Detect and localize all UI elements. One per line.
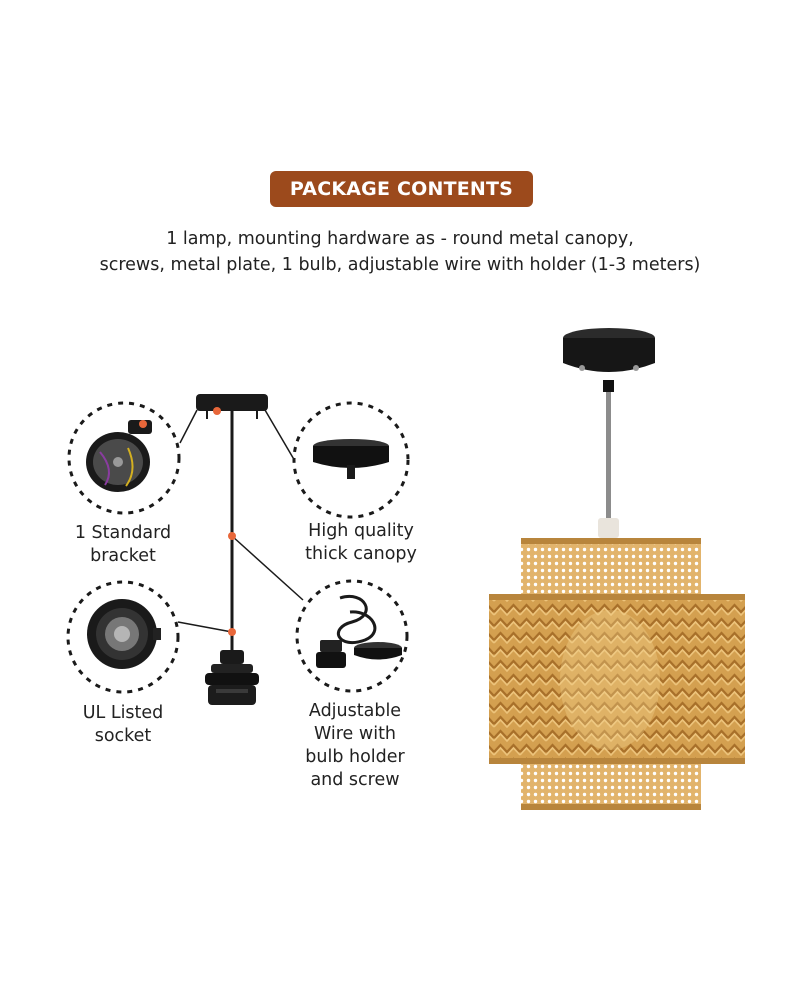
diagram-socket <box>205 650 259 705</box>
badge-label: PACKAGE CONTENTS <box>289 178 514 200</box>
wire-holder-photo <box>295 579 409 693</box>
component-label-bracket: 1 Standard bracket <box>74 523 172 566</box>
package-contents-badge: PACKAGE CONTENTS <box>270 171 533 207</box>
component-label-wire: Adjustable Wire with bulb holder and scr… <box>305 701 405 790</box>
accent-dot <box>228 628 236 636</box>
diagram-canopy <box>196 394 268 411</box>
rattan-pendant-lamp <box>489 328 745 810</box>
package-description: 1 lamp, mounting hardware as - round met… <box>40 226 760 278</box>
wiring-diagram <box>177 394 304 705</box>
bracket-photo <box>67 401 181 515</box>
accent-dot <box>213 407 221 415</box>
canopy-photo <box>292 401 410 519</box>
description-line-1: 1 lamp, mounting hardware as - round met… <box>166 229 634 249</box>
component-label-socket: UL Listed socket <box>82 703 164 746</box>
component-label-canopy: High quality thick canopy <box>305 521 417 564</box>
socket-photo <box>66 580 180 694</box>
accent-dot <box>228 532 236 540</box>
description-line-2: screws, metal plate, 1 bulb, adjustable … <box>99 255 701 275</box>
